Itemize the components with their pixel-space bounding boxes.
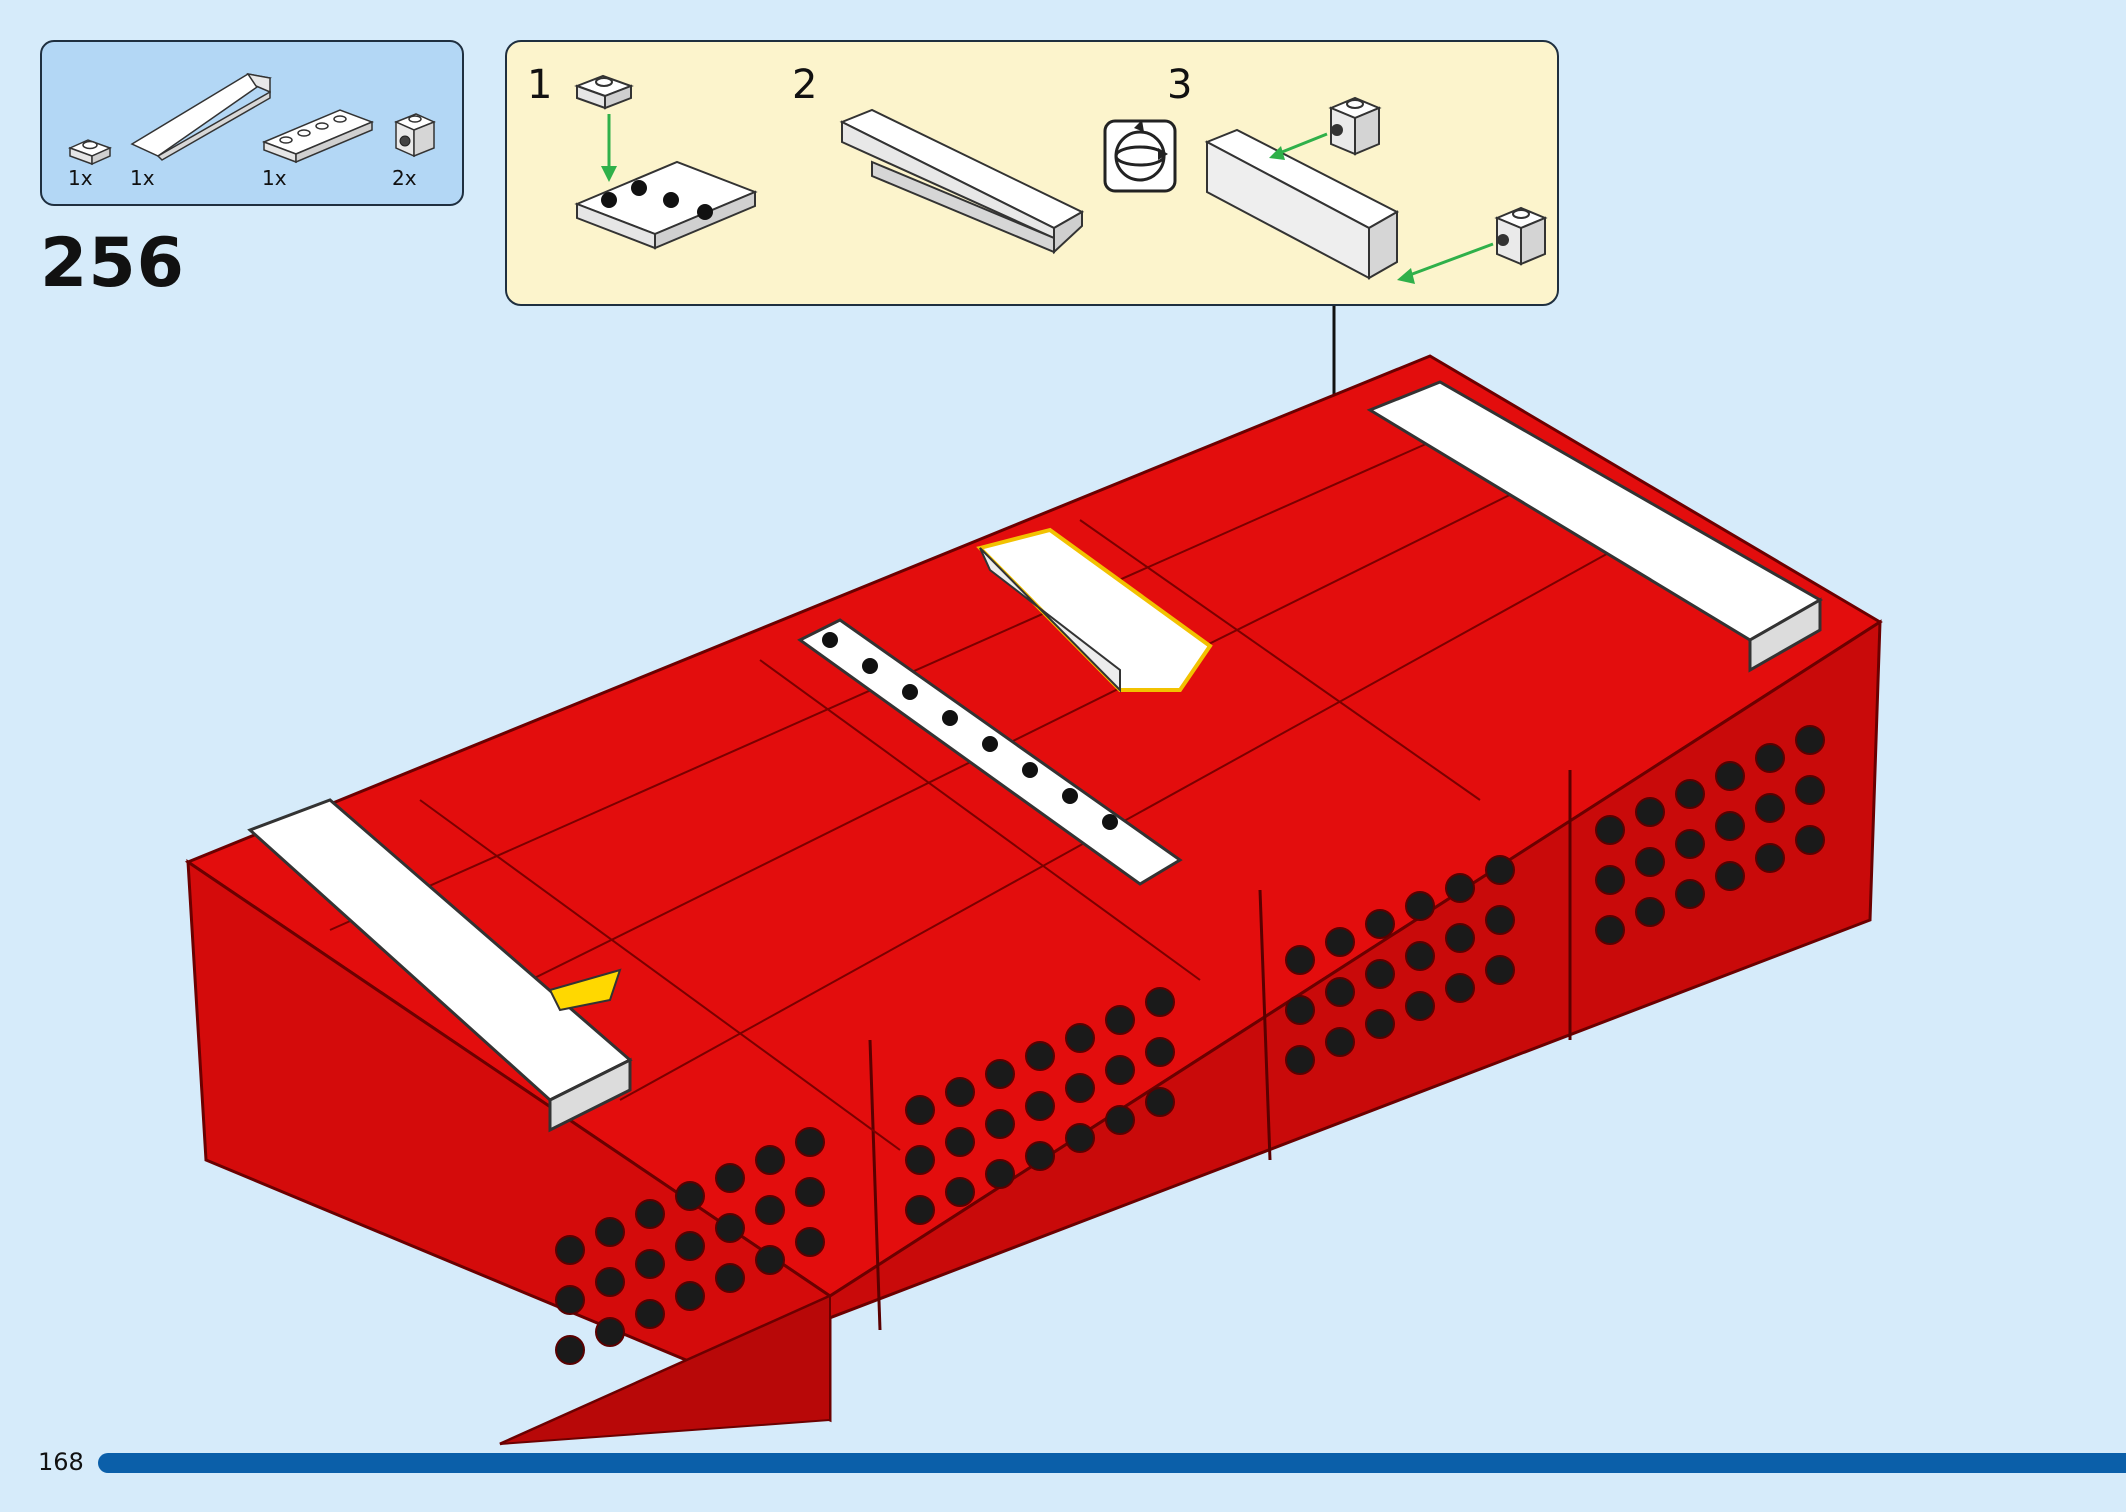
wedge-slope-white-icon <box>130 72 272 161</box>
parts-list-panel: 1x 1x 1x 2x <box>40 40 464 206</box>
part-qty: 1x <box>68 166 93 190</box>
brick-1x1-stud-side-white-icon <box>394 113 436 158</box>
plate-1x1-white-icon <box>67 139 113 166</box>
substep-3-illustration <box>1204 96 1548 284</box>
part-qty: 1x <box>262 166 287 190</box>
substep-2-illustration <box>839 108 1085 255</box>
substep-label-2: 2 <box>792 62 818 108</box>
part-qty: 2x <box>392 166 417 190</box>
plate-1x4-white-icon <box>261 109 375 164</box>
substep-label-1: 1 <box>527 62 553 108</box>
rotate-model-icon <box>1103 119 1177 193</box>
step-number: 256 <box>40 224 185 303</box>
part-qty: 1x <box>130 166 155 190</box>
substep-callout: 1 2 3 <box>505 40 1559 306</box>
page-number: 168 <box>38 1448 84 1476</box>
substep-1-illustration <box>574 74 758 250</box>
substep-label-3: 3 <box>1167 62 1193 108</box>
page-progress-bar <box>98 1453 2126 1473</box>
